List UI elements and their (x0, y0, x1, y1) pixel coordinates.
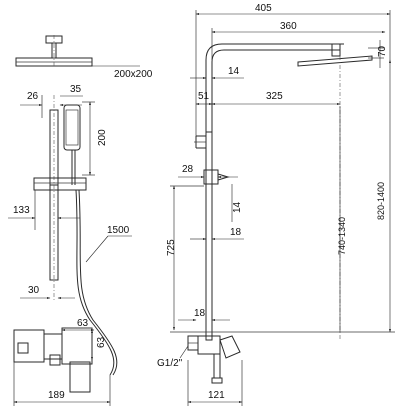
dim-head-size: 200x200 (114, 69, 153, 80)
label-g12-thread: G1/2" (157, 358, 183, 369)
dim-35: 35 (70, 84, 82, 95)
dim-1500: 1500 (107, 225, 130, 236)
side-rail (194, 131, 213, 341)
dim-740-1340: 740-1340 (337, 217, 347, 255)
dim-14-upper: 14 (228, 66, 240, 77)
dim-63-horizontal: 63 (77, 318, 89, 329)
dim-70: 70 (377, 45, 388, 57)
front-view: 200x200 26 35 200 (8, 34, 153, 406)
dim-725: 725 (166, 239, 177, 256)
rain-head (297, 55, 373, 67)
shower-arm (205, 43, 344, 132)
dim-28: 28 (182, 164, 194, 175)
dim-189: 189 (48, 390, 65, 401)
dim-121: 121 (208, 390, 225, 401)
dim-820-1400: 820-1400 (376, 182, 386, 220)
side-view: 405 360 70 14 51 325 (157, 3, 395, 406)
dim-133: 133 (13, 205, 30, 216)
dim-18-upper: 18 (230, 227, 242, 238)
dim-14-vertical: 14 (232, 201, 243, 213)
dim-360: 360 (280, 21, 297, 32)
side-mixer (187, 335, 241, 384)
dim-325: 325 (266, 91, 283, 102)
slide-bracket (33, 177, 87, 191)
hand-shower (63, 104, 81, 185)
dim-26: 26 (27, 91, 39, 102)
mixer-body (13, 327, 93, 393)
dim-18-lower: 18 (194, 308, 206, 319)
dim-200: 200 (97, 129, 108, 146)
dim-63-vertical: 63 (96, 336, 107, 348)
dim-51: 51 (198, 91, 210, 102)
dim-30: 30 (28, 285, 40, 296)
dim-405: 405 (255, 3, 272, 14)
